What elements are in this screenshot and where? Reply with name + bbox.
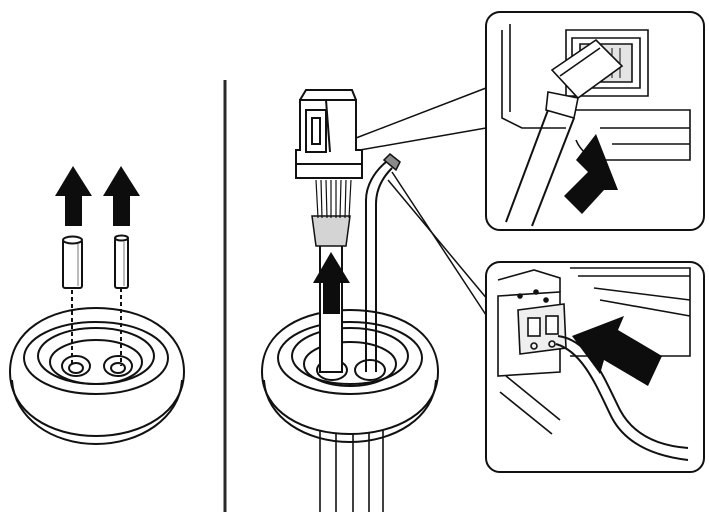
cables-below <box>319 430 384 512</box>
callout-line-bottom-1 <box>387 179 489 301</box>
power-wire <box>365 152 401 372</box>
inset-rj45-port <box>485 11 705 231</box>
left-panel <box>8 234 186 446</box>
right-panel <box>260 87 489 512</box>
callout-line-top-1 <box>355 87 487 139</box>
arrow-diagonal-icon <box>572 316 662 386</box>
callout-line-bottom-2 <box>391 171 489 319</box>
inset-terminal-block <box>485 261 705 473</box>
arrow-up-icon <box>55 166 92 226</box>
arrow-up-icon <box>313 252 350 314</box>
arrow-diagonal-icon <box>564 134 618 214</box>
callout-line-top-2 <box>359 127 487 151</box>
rj45-connector <box>295 89 363 179</box>
plug-small <box>114 234 129 289</box>
grommet-right <box>260 308 440 444</box>
grommet-left <box>8 306 186 446</box>
arrow-up-icon <box>103 166 140 226</box>
plug-large <box>62 235 83 289</box>
